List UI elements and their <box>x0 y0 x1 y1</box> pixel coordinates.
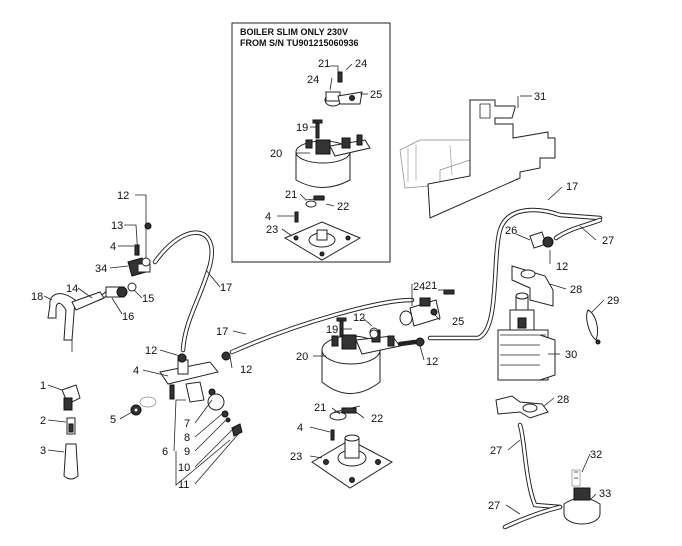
inset-boiler <box>295 134 371 188</box>
inset-boiler-slim: BOILER SLIM ONLY 230V FROM S/N TU9012150… <box>231 22 391 263</box>
callout-31: 31 <box>534 91 546 103</box>
callout-2: 2 <box>40 415 46 427</box>
callout-20: 20 <box>296 351 308 363</box>
inset-callout-4: 4 <box>265 211 271 223</box>
callout-14: 14 <box>66 283 78 295</box>
inset-callout-24-left: 24 <box>307 74 319 86</box>
connector-1-2-3 <box>61 384 81 480</box>
tubes <box>87 207 603 530</box>
clip-29 <box>586 309 601 345</box>
back-panel-31 <box>399 96 556 219</box>
inset-callout-22: 22 <box>337 201 349 213</box>
inset-callout-21: 21 <box>318 58 330 70</box>
gasket-21-22 <box>329 405 361 421</box>
callout-11: 11 <box>178 479 189 491</box>
callout-24: 24 <box>413 281 425 293</box>
inset-callout-25: 25 <box>370 89 382 101</box>
callout-27-a: 27 <box>602 235 614 247</box>
inset-screw <box>312 119 323 139</box>
pipe-14 <box>71 291 105 352</box>
hose-18 <box>47 293 76 341</box>
inset-callout-23: 23 <box>266 224 278 236</box>
inset-callout-21b: 21 <box>285 189 297 201</box>
callout-9: 9 <box>184 446 190 458</box>
callout-27-b: 27 <box>490 445 502 457</box>
callout-30: 30 <box>565 349 577 361</box>
bracket-28-top <box>511 265 554 307</box>
callout-29: 29 <box>607 295 619 307</box>
inset-callout-20: 20 <box>270 148 282 160</box>
boiler-20 <box>321 317 418 394</box>
callout-1: 1 <box>40 380 46 392</box>
callout-26: 26 <box>505 225 517 237</box>
pump-30 <box>497 292 556 381</box>
callout-17-b: 17 <box>216 326 228 338</box>
callout-33: 33 <box>599 488 611 500</box>
callout-19: 19 <box>326 324 338 336</box>
seal-5 <box>130 396 157 416</box>
callout-21-a: 21 <box>314 402 326 414</box>
callout-7: 7 <box>184 418 190 430</box>
flowmeter-33 <box>563 469 601 525</box>
inset-callout-24-right: 24 <box>355 58 367 70</box>
valve-34 <box>127 244 151 277</box>
callout-12-d: 12 <box>353 312 365 324</box>
callout-3: 3 <box>40 445 46 457</box>
callout-25: 25 <box>452 316 464 328</box>
callout-12-a: 12 <box>117 190 129 202</box>
callout-13: 13 <box>111 220 123 232</box>
inset-title-line2: FROM S/N TU901215060936 <box>240 38 359 48</box>
thermostat-24-25 <box>399 289 455 327</box>
callout-4-a: 4 <box>110 241 116 253</box>
callouts: 12 13 4 34 15 16 14 18 1 2 3 5 4 12 12 6… <box>31 91 619 512</box>
callout-12-c: 12 <box>240 364 252 376</box>
callout-12-b: 12 <box>145 345 157 357</box>
valve-block-6 <box>159 353 243 437</box>
callout-34: 34 <box>95 263 107 275</box>
callout-12-e: 12 <box>426 356 438 368</box>
callout-12-f: 12 <box>556 261 568 273</box>
inset-title-line1: BOILER SLIM ONLY 230V <box>240 27 348 37</box>
callout-8: 8 <box>184 432 190 444</box>
callout-17-c: 17 <box>566 181 578 193</box>
elbow-26 <box>529 231 554 249</box>
orings <box>144 222 425 363</box>
callout-23: 23 <box>290 451 302 463</box>
leader-lines <box>43 186 605 515</box>
inset-screw-small <box>294 211 299 223</box>
callout-28-a: 28 <box>570 284 582 296</box>
callout-32: 32 <box>590 449 602 461</box>
inset-gasket <box>304 195 326 208</box>
callout-16: 16 <box>122 311 134 323</box>
callout-15: 15 <box>142 293 154 305</box>
callout-10: 10 <box>178 462 190 474</box>
callout-17-a: 17 <box>220 282 232 294</box>
fitting-16-15 <box>105 282 137 298</box>
inset-callout-19: 19 <box>296 122 308 134</box>
callout-21-b: 21 <box>425 280 437 292</box>
flange-23 <box>311 429 394 489</box>
bracket-28-bottom <box>495 395 549 419</box>
callout-18: 18 <box>31 291 43 303</box>
callout-5: 5 <box>110 414 116 426</box>
callout-6: 6 <box>162 446 168 458</box>
callout-22: 22 <box>371 413 383 425</box>
callout-4-b: 4 <box>133 365 139 377</box>
callout-28-b: 28 <box>557 394 569 406</box>
callout-27-c: 27 <box>488 500 500 512</box>
inset-thermostat <box>324 71 363 107</box>
inset-flange <box>283 221 362 261</box>
callout-4-c: 4 <box>297 422 303 434</box>
